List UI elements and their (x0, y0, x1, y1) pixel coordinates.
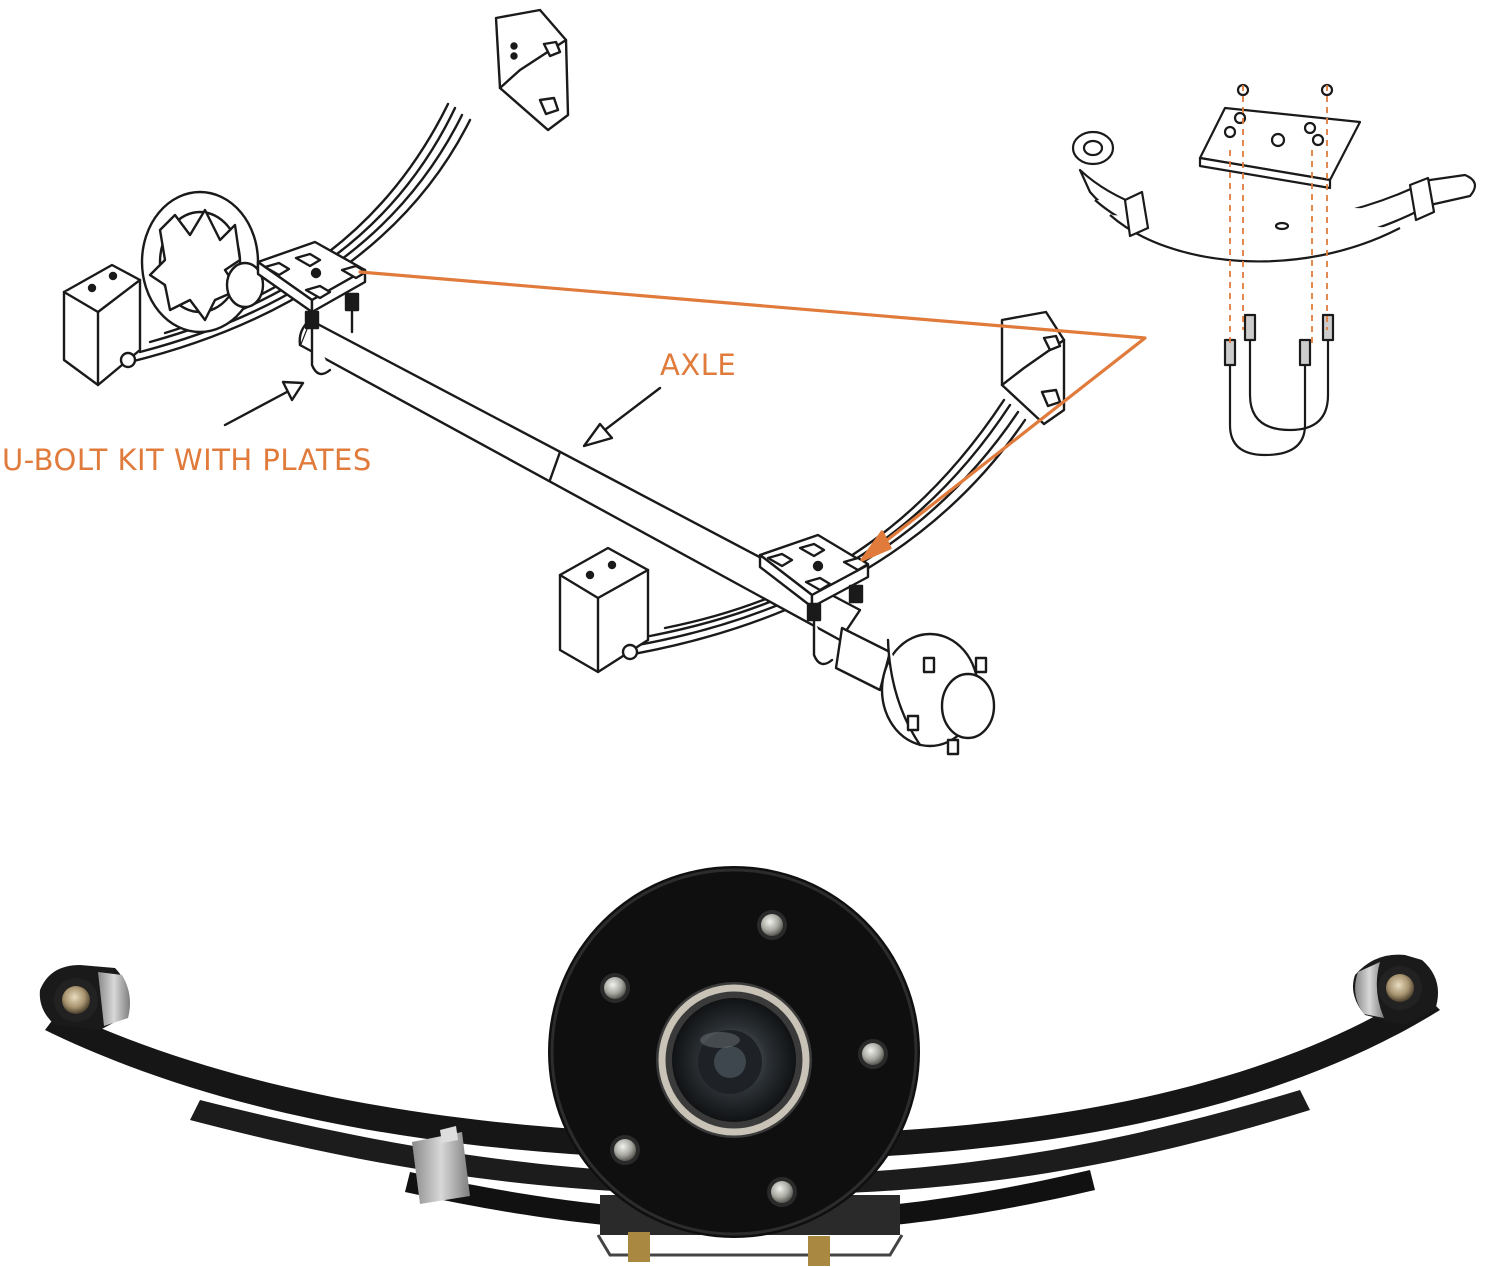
lug-studs (600, 910, 888, 1207)
spring-eye-left (39, 965, 130, 1030)
wheel-hub (548, 866, 920, 1238)
leaf-spring-second (190, 1090, 1310, 1195)
u-bolt-exploded-view (1071, 83, 1477, 457)
leaf-spring-main (45, 990, 1440, 1160)
wheel-hub-front-drawing (834, 626, 996, 756)
axle-label: AXLE (660, 348, 736, 382)
exploded-guide-lines (1229, 85, 1328, 345)
spring-shackle-rear (494, 8, 570, 132)
axle-assembly-drawing (62, 8, 1066, 756)
u-bolt-plate-rear (256, 240, 368, 376)
product-photo (39, 866, 1440, 1266)
callout-lines (358, 270, 1147, 562)
pointer-arrows (223, 380, 662, 448)
u-bolt-kit-label: U-BOLT KIT WITH PLATES (2, 443, 372, 477)
spring-hanger-front (558, 546, 650, 674)
spring-clip (412, 1126, 470, 1204)
spring-eye-right (1352, 954, 1439, 1025)
u-bolt-plate-front (758, 533, 870, 666)
leaf-spring-third (405, 1170, 1095, 1232)
brake-assembly-rear (140, 190, 265, 334)
spring-hanger-rear (62, 263, 142, 387)
spring-shackle-front (1000, 310, 1066, 426)
